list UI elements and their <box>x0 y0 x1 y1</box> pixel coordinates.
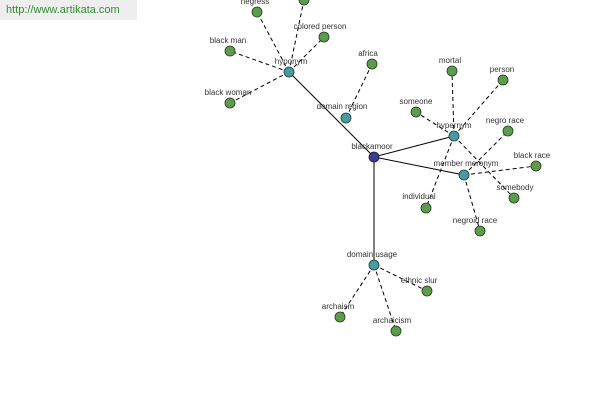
edge-domain-usage-archaism <box>339 264 375 318</box>
node-member-meronym[interactable] <box>458 169 470 181</box>
edge-hyponym-offscreen <box>288 0 305 73</box>
label-black-race: black race <box>514 151 551 160</box>
edge-domain-region-africa <box>345 63 373 119</box>
label-colored-person: colored person <box>294 22 347 31</box>
label-mortal: mortal <box>439 56 461 65</box>
edge-member-meronym-negroid-race <box>463 174 481 232</box>
edge-hyponym-black-man <box>229 50 290 73</box>
node-negro-race[interactable] <box>502 125 514 137</box>
edge-center-member-meronym <box>373 156 465 176</box>
label-negro-race: negro race <box>486 116 525 125</box>
edge-hypernym-someone <box>415 111 455 137</box>
label-hypernym: hypernym <box>436 121 471 130</box>
label-blackamoor: blackamoor <box>351 142 393 151</box>
node-archaism[interactable] <box>334 311 346 323</box>
node-archaicism[interactable] <box>390 325 402 337</box>
node-individual[interactable] <box>420 202 432 214</box>
node-hypernym[interactable] <box>448 130 460 142</box>
edge-hyponym-colored-person <box>288 36 325 73</box>
edge-center-hypernym <box>373 135 455 158</box>
label-domain-usage: domain usage <box>347 250 398 259</box>
node-someone[interactable] <box>410 106 422 118</box>
label-somebody: somebody <box>497 183 534 192</box>
node-person[interactable] <box>497 74 509 86</box>
node-mortal[interactable] <box>446 65 458 77</box>
label-person: person <box>490 65 514 74</box>
label-black-woman: black woman <box>205 88 252 97</box>
edge-domain-usage-ethnic-slur <box>373 264 428 292</box>
edge-member-meronym-black-race <box>463 165 537 176</box>
edge-member-meronym-negro-race <box>463 130 509 176</box>
node-black-woman[interactable] <box>224 97 236 109</box>
label-someone: someone <box>400 97 433 106</box>
node-colored-person[interactable] <box>318 31 330 43</box>
node-negress[interactable] <box>251 6 263 18</box>
label-archaism: archaism <box>322 302 355 311</box>
node-ethnic-slur[interactable] <box>421 285 433 297</box>
edge-domain-usage-archaicism <box>373 264 397 332</box>
node-black-race[interactable] <box>530 160 542 172</box>
edge-hypernym-mortal <box>451 70 455 137</box>
node-offscreen[interactable] <box>298 0 310 6</box>
label-hyponym: hyponym <box>275 57 308 66</box>
label-archaicism: archaicism <box>373 316 412 325</box>
label-individual: individual <box>402 192 436 201</box>
label-negroid-race: negroid race <box>453 216 498 225</box>
label-domain-region: domain region <box>317 102 368 111</box>
label-ethnic-slur: ethnic slur <box>401 276 438 285</box>
label-member-meronym: member meronym <box>434 159 499 168</box>
label-black-man: black man <box>210 36 246 45</box>
node-somebody[interactable] <box>508 192 520 204</box>
node-hyponym[interactable] <box>283 66 295 78</box>
edge-center-hyponym <box>288 71 375 158</box>
node-africa[interactable] <box>366 58 378 70</box>
node-domain-usage[interactable] <box>368 259 380 271</box>
label-negress: negress <box>241 0 269 6</box>
node-blackamoor[interactable] <box>368 151 380 163</box>
edge-hyponym-negress <box>256 11 290 73</box>
node-domain-region[interactable] <box>340 112 352 124</box>
edge-hypernym-individual <box>425 135 455 209</box>
node-negroid-race[interactable] <box>474 225 486 237</box>
watermark-link[interactable]: http://www.artikata.com <box>0 0 137 20</box>
label-africa: africa <box>358 49 378 58</box>
node-black-man[interactable] <box>224 45 236 57</box>
edge-hypernym-person <box>453 79 504 137</box>
edge-hypernym-somebody <box>453 135 515 199</box>
